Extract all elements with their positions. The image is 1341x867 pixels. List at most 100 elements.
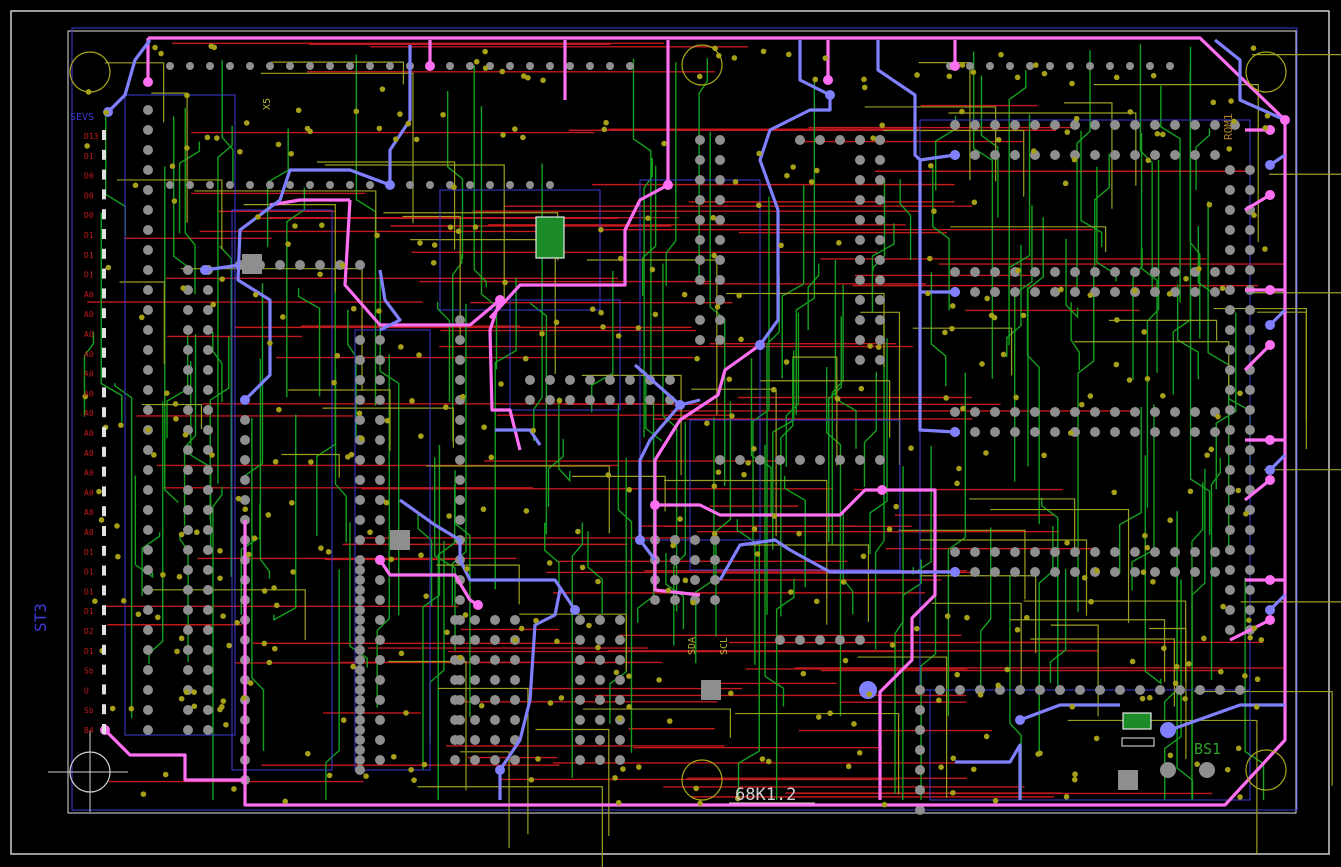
connector-pad (143, 565, 153, 575)
ic-pad (525, 395, 535, 405)
bottom-trace (221, 60, 234, 184)
header-pad (266, 62, 274, 70)
via (1072, 771, 1078, 778)
inner-trace (912, 327, 1013, 376)
via (180, 285, 186, 291)
header-pad (566, 62, 574, 70)
bottom-trace (587, 531, 603, 614)
bottom-trace (874, 317, 885, 650)
header-pad (286, 62, 294, 70)
bottom-trace (259, 358, 271, 579)
connector-header-label: SEVS (70, 112, 94, 123)
ic-pad (490, 655, 500, 665)
via (462, 612, 469, 618)
via (1142, 532, 1148, 539)
via (217, 548, 223, 554)
header-pad (246, 62, 254, 70)
header-pad (1146, 62, 1154, 70)
ic-pad (855, 335, 865, 345)
ic-pad (875, 355, 885, 365)
ic-pad (355, 415, 365, 425)
via (959, 62, 966, 68)
via (520, 134, 526, 141)
ic-pad (355, 455, 365, 465)
via (1258, 637, 1265, 643)
connector-st3-label: ST3 (31, 603, 50, 632)
connector-pad (203, 505, 213, 515)
ic-pad (315, 260, 325, 270)
ic-pad (875, 315, 885, 325)
via (164, 390, 170, 396)
inner-trace (581, 374, 682, 476)
blue-via (1265, 320, 1275, 330)
plcc-pad (1210, 150, 1220, 160)
ic-pad (575, 735, 585, 745)
pin-marker (102, 169, 106, 180)
via (540, 77, 546, 84)
bottom-trace (533, 163, 543, 441)
via (390, 753, 397, 760)
via (247, 680, 254, 686)
plcc-pad (970, 547, 980, 557)
ic-pad (915, 745, 925, 755)
via (289, 500, 295, 506)
ic-pad (355, 585, 365, 595)
ic-pad (355, 615, 365, 625)
via (1160, 392, 1166, 399)
plcc-pad (970, 120, 980, 130)
via (938, 764, 944, 770)
plcc-pad (1010, 547, 1020, 557)
inner-trace (663, 479, 828, 625)
ic-pad (375, 395, 385, 405)
via (405, 120, 412, 127)
plcc-pad (1190, 567, 1200, 577)
ic-pad (855, 215, 865, 225)
plcc-pad (1010, 567, 1020, 577)
ic-pad (286, 181, 294, 189)
via (866, 691, 873, 697)
connector-pad (203, 545, 213, 555)
via (423, 593, 429, 599)
inner-trace (1251, 54, 1341, 56)
via (1033, 62, 1039, 68)
header-pad (966, 62, 974, 70)
via (245, 551, 252, 558)
ic-pad (615, 635, 625, 645)
component-outline (231, 209, 333, 771)
via (242, 506, 249, 513)
ic-pad (715, 315, 725, 325)
ic-pad (186, 181, 194, 189)
connector-pad (203, 565, 213, 575)
via (1242, 672, 1248, 679)
via (191, 703, 198, 710)
via (928, 162, 934, 169)
connector-pad (183, 565, 193, 575)
pink-via (877, 485, 887, 495)
pink-via (1265, 285, 1275, 295)
via (553, 319, 560, 326)
pin-marker (102, 684, 106, 695)
bottom-trace (831, 284, 844, 545)
connector-pad (183, 325, 193, 335)
power-trace-blue (955, 743, 1022, 800)
via (220, 698, 227, 704)
inner-trace (116, 179, 223, 250)
pin-marker (102, 724, 106, 734)
ic-pad (490, 675, 500, 685)
blue-via (495, 765, 505, 775)
ic-pad (835, 135, 845, 145)
plcc-pad (1110, 427, 1120, 437)
ic-pad (605, 395, 615, 405)
via (845, 763, 852, 770)
via (1088, 598, 1094, 605)
connector-pad (143, 585, 153, 595)
bottom-trace (436, 301, 451, 403)
bottom-trace (379, 271, 400, 616)
via (1159, 131, 1166, 138)
ic-pad (815, 635, 825, 645)
pin-label: A0 (84, 330, 94, 339)
via (155, 614, 161, 621)
inner-trace (281, 453, 340, 478)
power-trace-blue (495, 428, 542, 446)
via (756, 202, 762, 209)
